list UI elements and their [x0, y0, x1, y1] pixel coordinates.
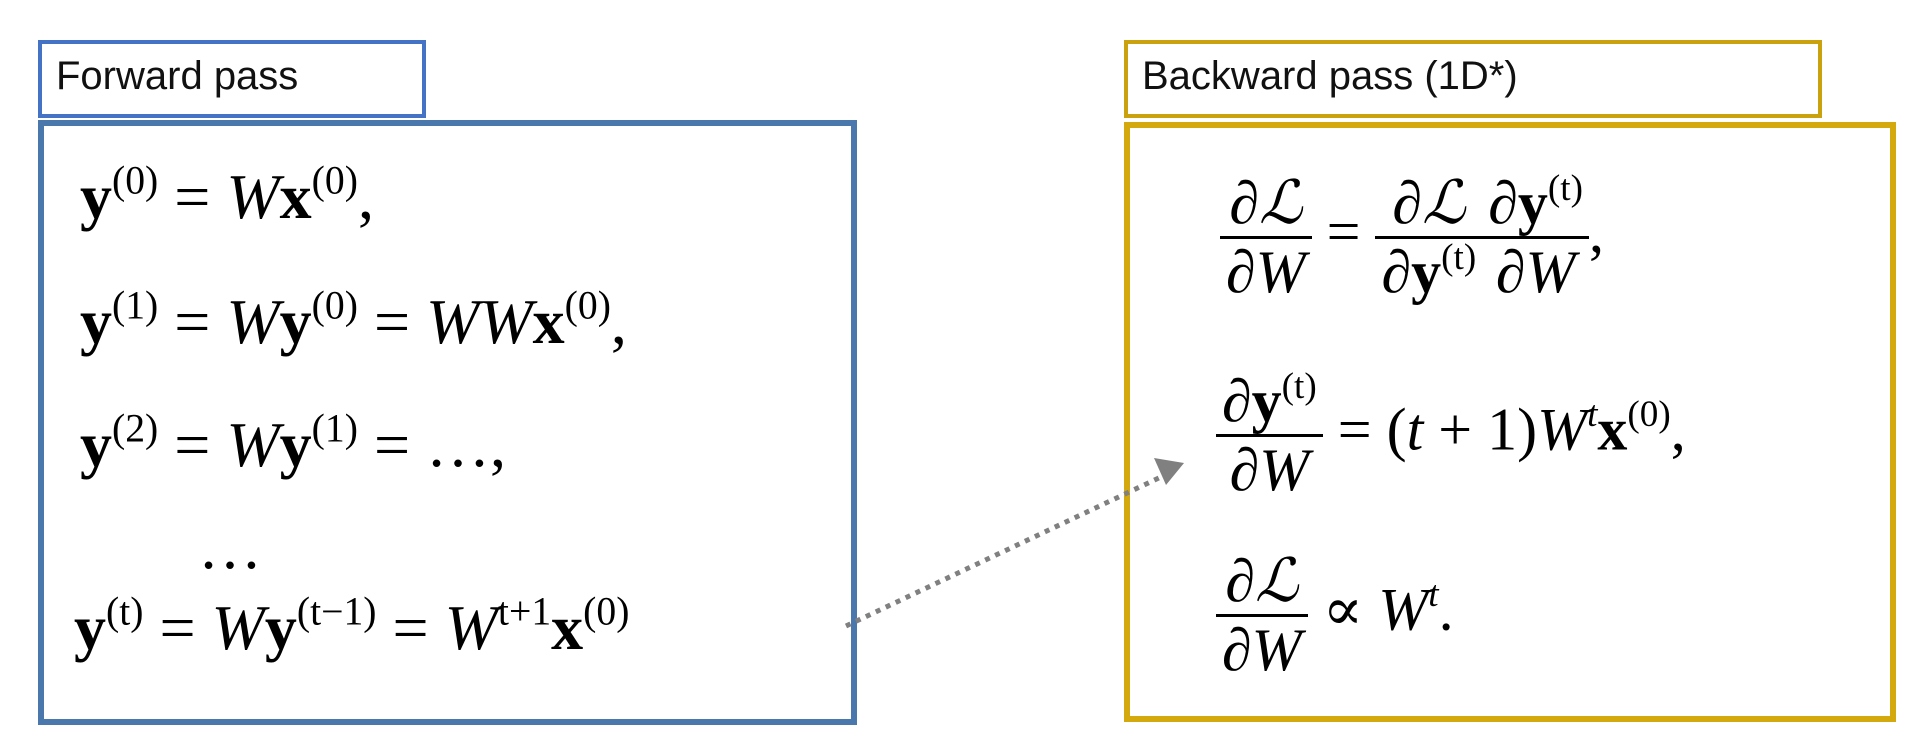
- forward-ellipsis: …: [198, 511, 262, 582]
- forward-eq-2: y(2) = Wy(1) = …,: [80, 406, 507, 480]
- fraction-dL-dW-2: ∂ℒ ∂W: [1216, 548, 1308, 683]
- backward-pass-box: [1124, 122, 1896, 722]
- backward-eq-2: ∂ℒ ∂W ∝ Wt.: [1216, 548, 1454, 683]
- backward-eq-1: ∂y(t) ∂W = (t + 1)Wtx(0),: [1216, 368, 1686, 503]
- fraction-dy-dW-2: ∂y(t) ∂W: [1216, 368, 1323, 503]
- connector-arrowhead: [1154, 458, 1184, 485]
- fraction-dL-dW: ∂ℒ ∂W: [1220, 170, 1312, 305]
- connector-line: [844, 473, 1165, 629]
- forward-pass-title: Forward pass: [38, 40, 426, 118]
- backward-pass-title: Backward pass (1D*): [1124, 40, 1822, 118]
- fraction-dy-dW: ∂y(t) ∂W: [1482, 170, 1590, 305]
- forward-eq-t: y(t) = Wy(t−1) = Wt+1x(0): [74, 589, 630, 663]
- fraction-dL-dy: ∂ℒ ∂y(t): [1375, 170, 1483, 305]
- backward-eq-0: ∂ℒ ∂W = ∂ℒ ∂y(t) ∂y(t) ∂W ,: [1220, 170, 1604, 305]
- forward-eq-0: y(0) = Wx(0),: [80, 158, 374, 232]
- forward-pass-box: [38, 120, 857, 725]
- forward-eq-1: y(1) = Wy(0) = WWx(0),: [80, 283, 627, 357]
